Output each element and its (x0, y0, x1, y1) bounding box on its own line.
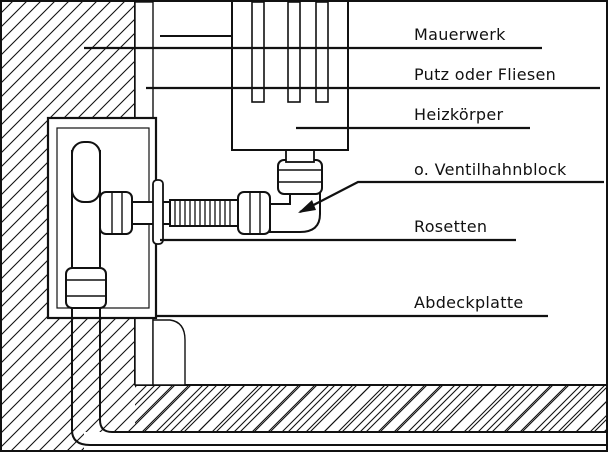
floor-slab (135, 385, 608, 432)
valve-nut (277, 159, 323, 195)
arrow-ventilhahnblock (298, 200, 316, 213)
rosette (152, 179, 164, 245)
lower-nut (65, 267, 107, 309)
label-heizkoerper: Heizkörper (414, 105, 503, 124)
horizontal-pipe (131, 201, 171, 225)
supply-pipe-inner (99, 150, 608, 433)
flex-hose (169, 199, 239, 227)
supply-pipe-outer (71, 150, 608, 446)
label-ventilhahnblock: o. Ventilhahnblock (414, 160, 567, 179)
label-abdeckplatte: Abdeckplatte (414, 293, 524, 312)
leader-ventilhahnblock (299, 180, 604, 213)
plaster-lower (152, 319, 186, 386)
label-rosetten: Rosetten (414, 217, 487, 236)
valve-stem (285, 149, 315, 163)
pipe-elbow-top (71, 141, 101, 203)
label-mauerwerk: Mauerwerk (414, 25, 506, 44)
label-putz: Putz oder Fliesen (414, 65, 556, 84)
valve-elbow (269, 189, 321, 233)
upper-nut (99, 191, 133, 235)
radiator (160, 1, 349, 151)
hose-nut (237, 191, 271, 235)
